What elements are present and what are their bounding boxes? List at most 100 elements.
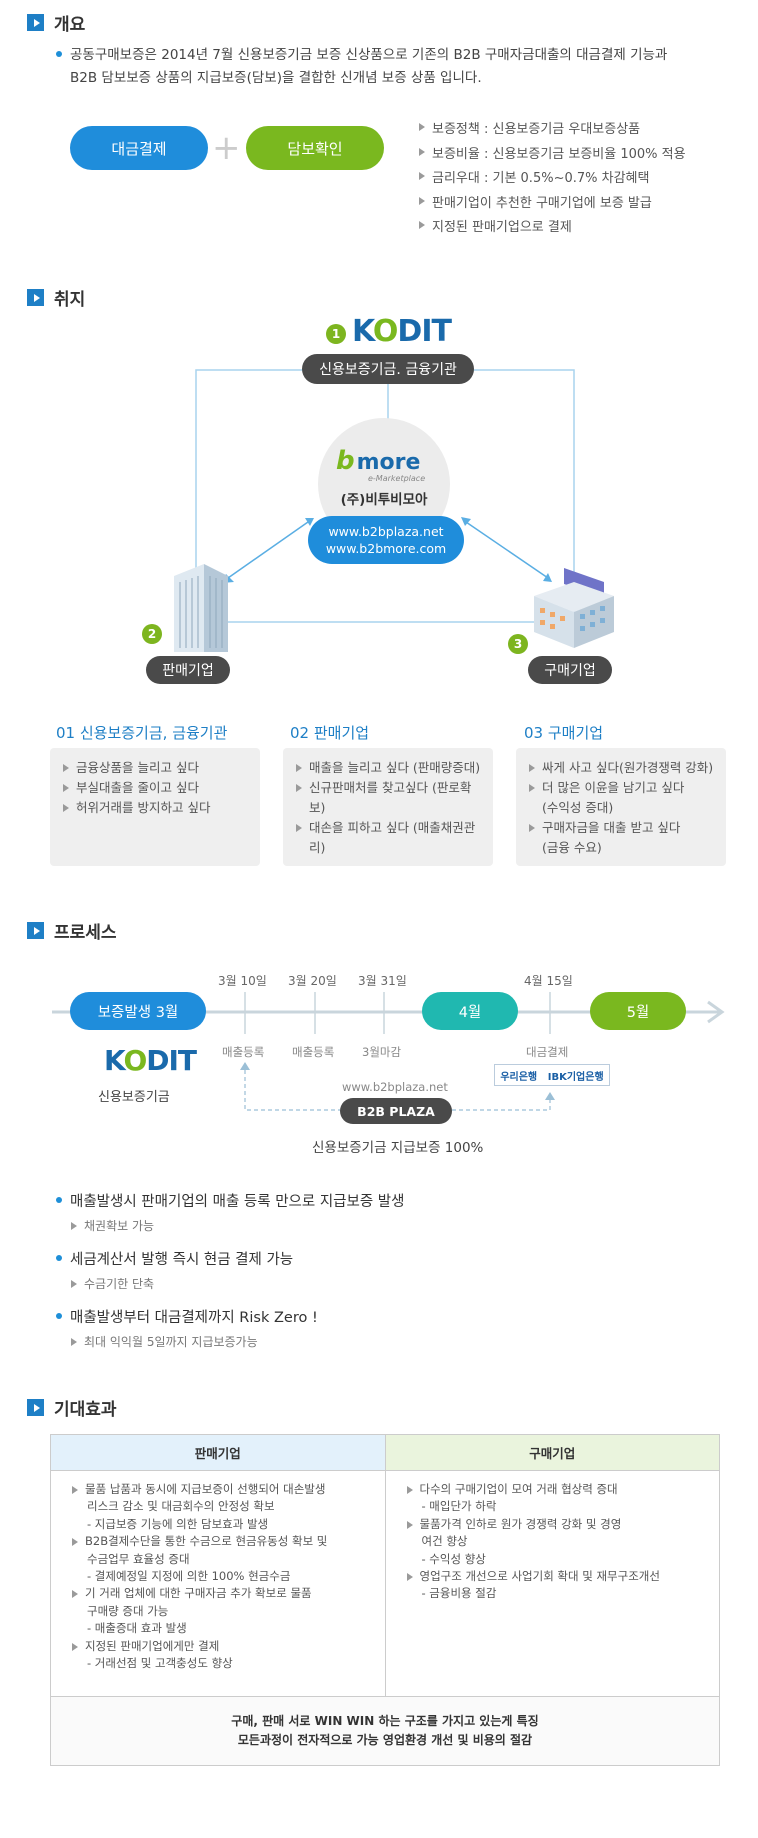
process-kodit-label: 신용보증기금 [98, 1090, 170, 1105]
section-arrow-icon [27, 14, 44, 31]
effect-line: 물품가격 인하로 원가 경쟁력 강화 및 경영 [406, 1516, 708, 1533]
effect-line: - 매입단가 하락 [421, 1499, 497, 1514]
effect-line: 기 거래 업체에 대한 구매자금 추가 확보로 물품 [71, 1585, 373, 1602]
section-arrow-icon [27, 289, 44, 306]
url-b2bplaza[interactable]: www.b2bplaza.net [328, 524, 444, 539]
header-buyer: 구매기업 [384, 1435, 719, 1470]
effect-line: 물품 납품과 동시에 지급보증이 선행되어 대손발생 [71, 1481, 373, 1498]
box-title-buyer: 03 구매기업 [524, 724, 604, 742]
list-item: 허위거래를 방지하고 싶다 [62, 798, 248, 818]
process-benefit-1: 매출발생시 판매기업의 매출 등록 만으로 지급보증 발생 채권확보 가능 [56, 1190, 404, 1234]
list-item: 더 많은 이윤을 남기고 싶다 [528, 778, 714, 798]
effects-table-header: 판매기업 구매기업 [51, 1435, 719, 1471]
ibk-bank-logo: IBK기업은행 [547, 1071, 604, 1083]
effect-line: B2B결제수단을 통한 수금으로 현금유동성 확보 및 [71, 1533, 373, 1550]
process-benefit-3: 매출발생부터 대금결제까지 Risk Zero ! 최대 익익월 5일까지 지급… [56, 1306, 318, 1350]
list-item: 신규판매처를 찾고싶다 (판로확보) [295, 778, 481, 818]
date-label: 3월 10일 [218, 974, 267, 988]
plus-icon: + [212, 128, 241, 168]
url-b2bmore[interactable]: www.b2bmore.com [325, 541, 447, 556]
effect-line: - 금융비용 절감 [421, 1586, 497, 1601]
guarantee-label: 신용보증기금 지급보증 100% [312, 1140, 484, 1156]
section-title-effects: 기대효과 [27, 1395, 117, 1420]
section-title-overview: 개요 [27, 10, 85, 35]
list-item-sub: (수익성 증대) [542, 800, 614, 815]
effect-line: 여건 향상 [421, 1534, 468, 1549]
process-kodit-logo: KODIT [104, 1044, 197, 1077]
date-label: 4월 15일 [524, 974, 573, 988]
list-item: 구매자금을 대출 받고 싶다 [528, 818, 714, 838]
box-title-seller: 02 판매기업 [290, 724, 370, 742]
effect-line: - 수익성 향상 [421, 1551, 486, 1566]
effect-line: 구매량 증대 가능 [87, 1603, 169, 1618]
pill-may: 5월 [590, 992, 686, 1030]
woori-bank-logo: 우리은행 [500, 1071, 538, 1083]
list-item: 싸게 사고 싶다(원가경쟁력 강화) [528, 758, 714, 778]
effect-line: - 매출증대 효과 발생 [87, 1621, 187, 1636]
list-item: 대손을 피하고 싶다 (매출채권관리) [295, 818, 481, 858]
b2b-plaza-pill: B2B PLAZA [340, 1098, 452, 1124]
box-buyer: 싸게 사고 싶다(원가경쟁력 강화) 더 많은 이윤을 남기고 싶다 (수익성 … [516, 748, 726, 866]
kodit-logo: KODIT [352, 314, 452, 349]
center-company-name: (주)비투비모아 [340, 492, 428, 508]
section-arrow-icon [27, 922, 44, 939]
feature-item: 판매기업이 추천한 구매기업에 보증 발급 [418, 192, 686, 217]
header-seller: 판매기업 [51, 1435, 385, 1470]
date-label: 3월 20일 [288, 974, 337, 988]
node-number-1: 1 [326, 324, 346, 344]
feature-item: 보증비율 : 신용보증기금 보증비율 100% 적용 [418, 143, 686, 168]
effect-line: 리스크 감소 및 대금회수의 안정성 확보 [87, 1499, 275, 1514]
box-seller: 매출을 늘리고 싶다 (판매량증대) 신규판매처를 찾고싶다 (판로확보) 대손… [283, 748, 493, 866]
pill-collateral: 담보확인 [246, 126, 384, 170]
event-label: 3월마감 [362, 1045, 402, 1059]
center-urls: www.b2bplaza.net www.b2bmore.com [308, 516, 464, 564]
effect-line: 다수의 구매기업이 모여 거래 협상력 증대 [406, 1481, 708, 1498]
node2-label: 판매기업 [146, 656, 230, 684]
plaza-url: www.b2bplaza.net [342, 1080, 448, 1094]
node1-label: 신용보증기금. 금융기관 [302, 354, 474, 384]
node-number-3: 3 [508, 634, 528, 654]
pill-start-march: 보증발생 3월 [70, 992, 206, 1030]
bank-logos: 우리은행 IBK기업은행 [494, 1064, 610, 1086]
feature-item: 지정된 판매기업으로 결제 [418, 216, 686, 241]
node-number-2: 2 [142, 624, 162, 644]
pill-april: 4월 [422, 992, 518, 1030]
event-label: 대금결제 [526, 1045, 569, 1059]
box-kodit: 금융상품을 늘리고 싶다 부실대출을 줄이고 싶다 허위거래를 방지하고 싶다 [50, 748, 260, 866]
arrow-center-buyer [465, 521, 549, 579]
effects-table-footer: 구매, 판매 서로 WIN WIN 하는 구조를 가지고 있는게 특징 모든과정… [51, 1697, 719, 1765]
section-title-purpose: 취지 [27, 285, 85, 310]
box-title-kodit: 01 신용보증기금, 금융기관 [56, 724, 228, 742]
feature-item: 보증정책 : 신용보증기금 우대보증상품 [418, 118, 686, 143]
b2bmore-logo-sub: e-Marketplace [368, 474, 426, 483]
node3-label: 구매기업 [528, 656, 612, 684]
section-arrow-icon [27, 1399, 44, 1416]
effect-line: 영업구조 개선으로 사업기회 확대 및 재무구조개선 [406, 1568, 708, 1585]
process-benefit-2: 세금계산서 발행 즉시 현금 결제 가능 수금기한 단축 [56, 1248, 293, 1292]
section-title-process: 프로세스 [27, 918, 117, 943]
b2bmore-logo: b more [336, 446, 421, 476]
list-item: 매출을 늘리고 싶다 (판매량증대) [295, 758, 481, 778]
effect-line: 수금업무 효율성 증대 [87, 1551, 190, 1566]
overview-description: 공동구매보증은 2014년 7월 신용보증기금 보증 신상품으로 기존의 B2B… [56, 44, 746, 90]
event-label: 매출등록 [222, 1045, 265, 1059]
overview-feature-list: 보증정책 : 신용보증기금 우대보증상품 보증비율 : 신용보증기금 보증비율 … [418, 118, 686, 241]
list-item: 금융상품을 늘리고 싶다 [62, 758, 248, 778]
pill-payment: 대금결제 [70, 126, 208, 170]
effect-line: - 지급보증 기능에 의한 담보효과 발생 [87, 1516, 269, 1531]
effect-line: - 결제예정일 지정에 의한 100% 현금수금 [87, 1569, 291, 1584]
list-item: 부실대출을 줄이고 싶다 [62, 778, 248, 798]
list-item-sub: (금융 수요) [542, 840, 602, 855]
buyer-building-icon [534, 568, 614, 648]
effect-line: 지정된 판매기업에게만 결제 [71, 1638, 373, 1655]
arrow-center-seller [227, 521, 309, 579]
event-label: 매출등록 [292, 1045, 335, 1059]
seller-building-icon [174, 564, 228, 652]
date-label: 3월 31일 [358, 974, 407, 988]
feature-item: 금리우대 : 기본 0.5%~0.7% 차감혜택 [418, 167, 686, 192]
effect-line: - 거래선점 및 고객충성도 향상 [87, 1656, 233, 1671]
